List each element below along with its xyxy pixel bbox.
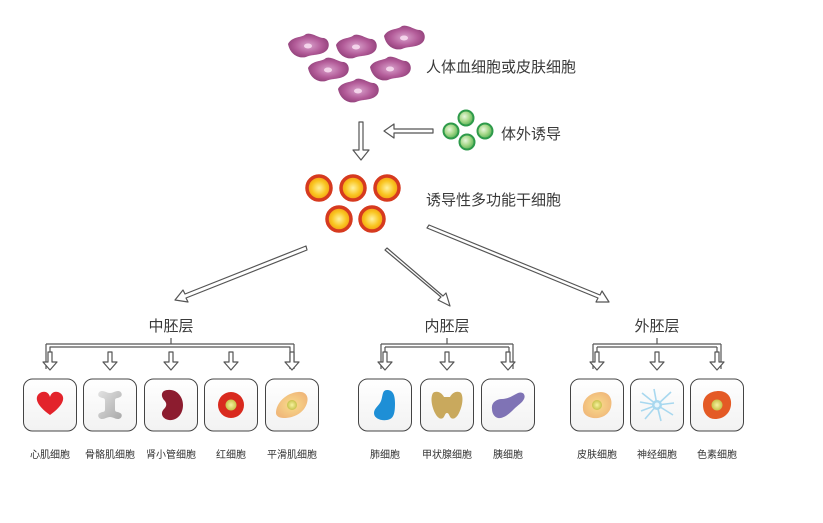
ipsc-cell-icon: [358, 205, 386, 233]
ipsc-cell-icon: [339, 174, 367, 202]
cell-box: [690, 378, 744, 432]
induction-factors: [442, 109, 494, 151]
cell-box: [358, 378, 412, 432]
cell-box: [570, 378, 624, 432]
source-cell-icon: [384, 25, 425, 50]
arrow-to-ectoderm-icon: [426, 224, 610, 303]
skin-cell-icon: [582, 392, 612, 419]
thyroid-icon: [431, 391, 463, 419]
small-down-arrow-icon: [709, 351, 725, 371]
ipsc-cells: [305, 174, 401, 233]
left-arrow-icon: [383, 123, 434, 139]
small-down-arrow-icon: [284, 351, 300, 371]
cell-box: [630, 378, 684, 432]
kidney-icon: [161, 389, 183, 421]
cell-label-red-blood-cell: 红细胞: [216, 450, 246, 461]
cell-label-renal-tubule: 肾小管细胞: [146, 450, 196, 461]
layer-title-endoderm: 内胚层: [424, 317, 470, 335]
cell-label-pancreas: 胰细胞: [493, 450, 523, 461]
source-cell-icon: [370, 56, 411, 81]
ipsc-cell-icon: [373, 174, 401, 202]
arrow-to-endoderm-icon: [384, 247, 451, 307]
down-arrow-icon: [352, 121, 370, 161]
induction-factor-icon: [458, 133, 476, 151]
small-down-arrow-icon: [589, 351, 605, 371]
cell-label-thyroid: 甲状腺细胞: [422, 450, 472, 461]
induction-factor-icon: [476, 122, 494, 140]
small-down-arrow-icon: [500, 351, 516, 371]
ipsc-cell-icon: [325, 205, 353, 233]
ipsc-label: 诱导性多功能干细胞: [426, 191, 562, 209]
ipsc-cell-icon: [305, 174, 333, 202]
source-cell-icon: [338, 78, 379, 103]
bone-icon: [98, 391, 122, 419]
heart-icon: [36, 391, 64, 415]
pigment-cell-icon: [703, 391, 732, 419]
cell-box: [481, 378, 535, 432]
source-cell-icon: [336, 34, 377, 59]
layer-title-mesoderm: 中胚层: [148, 317, 194, 335]
cell-label-lung: 肺细胞: [370, 450, 400, 461]
cell-box: [144, 378, 198, 432]
smooth-muscle-cell-icon: [276, 391, 308, 418]
small-down-arrow-icon: [377, 351, 393, 371]
cell-box: [204, 378, 258, 432]
cell-label-skeletal-muscle: 骨骼肌细胞: [85, 450, 135, 461]
source-cells: [288, 25, 425, 103]
source-cells-label: 人体血细胞或皮肤细胞: [426, 58, 577, 76]
small-down-arrow-icon: [223, 351, 239, 371]
source-cell-icon: [288, 33, 329, 58]
lung-icon: [374, 390, 395, 421]
cell-box: [420, 378, 474, 432]
induction-factor-icon: [442, 122, 460, 140]
small-down-arrow-icon: [439, 351, 455, 371]
arrow-to-mesoderm-icon: [174, 245, 308, 303]
small-down-arrow-icon: [649, 351, 665, 371]
small-down-arrow-icon: [102, 351, 118, 371]
red-blood-cell-icon: [218, 392, 244, 418]
cell-label-smooth-muscle: 平滑肌细胞: [267, 450, 317, 461]
layer-title-ectoderm: 外胚层: [634, 317, 680, 335]
cell-label-neuron: 神经细胞: [637, 450, 677, 461]
source-cell-icon: [308, 57, 349, 82]
cell-box: [83, 378, 137, 432]
induction-label: 体外诱导: [501, 125, 562, 143]
small-down-arrow-icon: [163, 351, 179, 371]
cell-box: [23, 378, 77, 432]
induction-factor-icon: [457, 109, 475, 127]
pancreas-icon: [491, 392, 525, 419]
cell-label-cardiomyocyte: 心肌细胞: [30, 450, 70, 461]
cell-box: [265, 378, 319, 432]
small-down-arrow-icon: [42, 351, 58, 371]
cell-label-skin: 皮肤细胞: [577, 450, 617, 461]
neuron-icon: [639, 388, 675, 422]
cell-label-pigment: 色素细胞: [697, 450, 737, 461]
